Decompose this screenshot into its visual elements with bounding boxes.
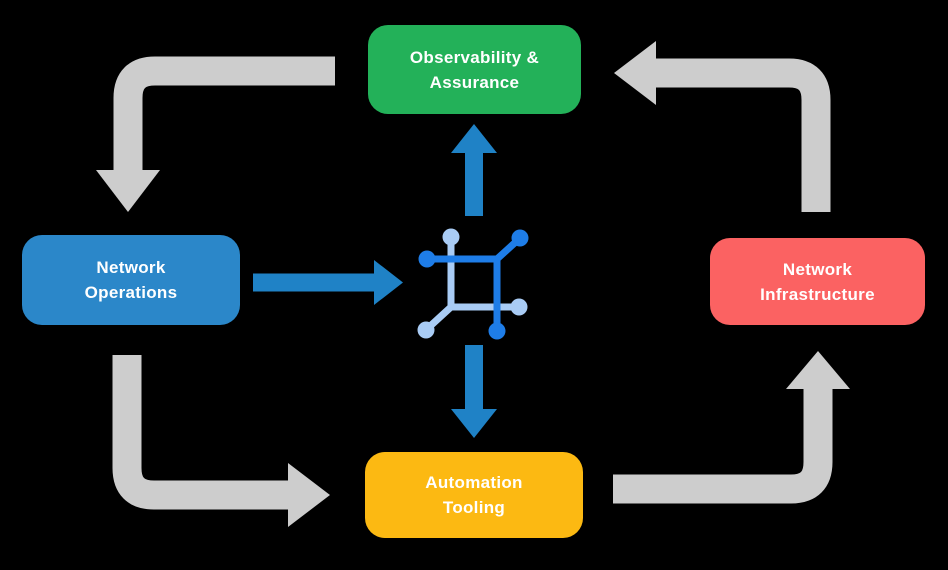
node-label-line: Network <box>782 259 853 279</box>
flow-arrow-icon-to-observability <box>451 124 497 216</box>
cycle-arrow-head <box>96 170 160 212</box>
cycle-arrow-shaft <box>112 355 288 510</box>
node-label-line: Automation <box>425 473 523 492</box>
network-mesh-icon <box>417 228 529 340</box>
cycle-arrow-head <box>614 41 656 105</box>
node-automation-tooling: Automation Tooling <box>365 452 583 538</box>
cycle-arrow-automation-to-infrastructure <box>613 351 850 504</box>
node-observability-assurance: Observability & Assurance <box>368 25 581 114</box>
icon-dark-node <box>511 229 529 247</box>
node-label-line: Assurance <box>429 72 520 92</box>
node-label-line: Observability & <box>409 47 540 67</box>
node-label-line: Infrastructure <box>760 284 875 304</box>
node-network-infrastructure: Network Infrastructure <box>710 238 925 325</box>
flow-arrow-head <box>451 409 497 438</box>
node-label-line: Tooling <box>442 498 506 517</box>
cycle-arrow-observability-to-operations <box>96 56 335 212</box>
cycle-arrow-shaft <box>613 389 833 504</box>
cycle-arrow-shaft <box>113 56 335 172</box>
cycle-arrow-operations-to-automation <box>112 355 330 527</box>
icon-dark-node <box>418 250 436 268</box>
icon-light-node <box>510 298 528 316</box>
icon-dark-node <box>488 322 506 340</box>
node-label-line: Network <box>96 258 166 277</box>
flow-arrow-head <box>374 260 403 305</box>
node-network-operations: Network Operations <box>22 235 240 325</box>
icon-light-node <box>442 228 460 246</box>
flow-arrow-icon-to-automation <box>451 345 497 438</box>
flow-arrow-operations-to-icon <box>253 260 403 305</box>
cycle-arrow-shaft <box>656 58 831 212</box>
flow-arrow-head <box>451 124 497 153</box>
cycle-arrow-infrastructure-to-observability <box>614 41 831 212</box>
cycle-arrow-head <box>786 351 850 389</box>
cycle-arrow-head <box>288 463 330 527</box>
node-label-line: Operations <box>84 283 178 302</box>
icon-light-node <box>417 321 435 339</box>
